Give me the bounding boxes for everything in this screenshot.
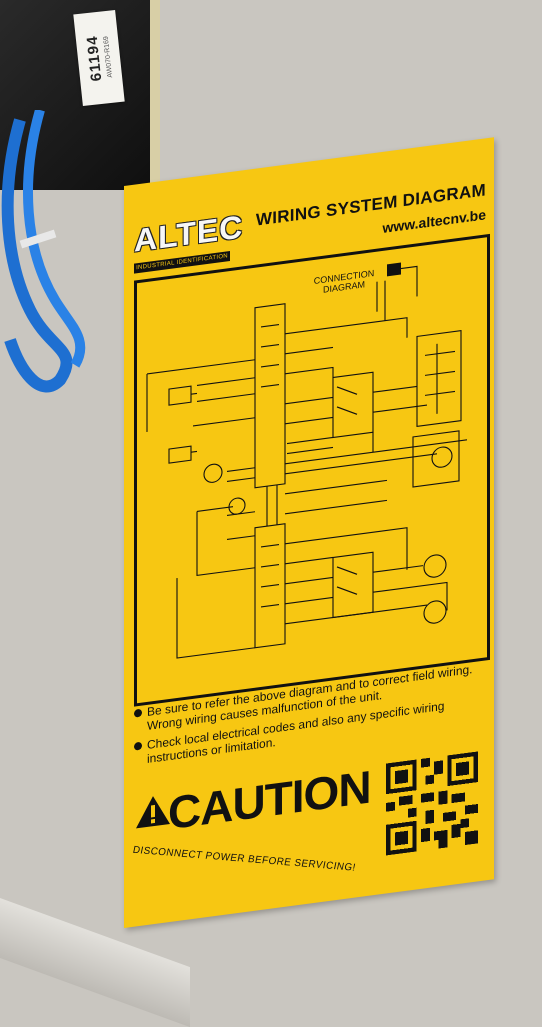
wiring-diagram: CONNECTION DIAGRAM [134,233,490,707]
wiring-sign: ALTEC INDUSTRIAL IDENTIFICATION WIRING S… [124,137,494,928]
caution-heading: CAUTION [168,760,371,840]
altec-logo: ALTEC INDUSTRIAL IDENTIFICATION [134,208,243,279]
qr-code [386,751,478,856]
blue-cable [1,110,86,393]
photo-scene: 61194 AW070-R169 ALTEC INDUSTRIAL IDENTI… [0,0,494,1027]
bullet-icon [134,741,142,751]
tag-number: 61194 [83,34,106,83]
wiring-schematic [146,262,467,659]
disconnect-warning: DISCONNECT POWER BEFORE SERVICING! [131,844,357,874]
bullet-icon [134,708,142,718]
warning-triangle-icon [136,796,170,829]
